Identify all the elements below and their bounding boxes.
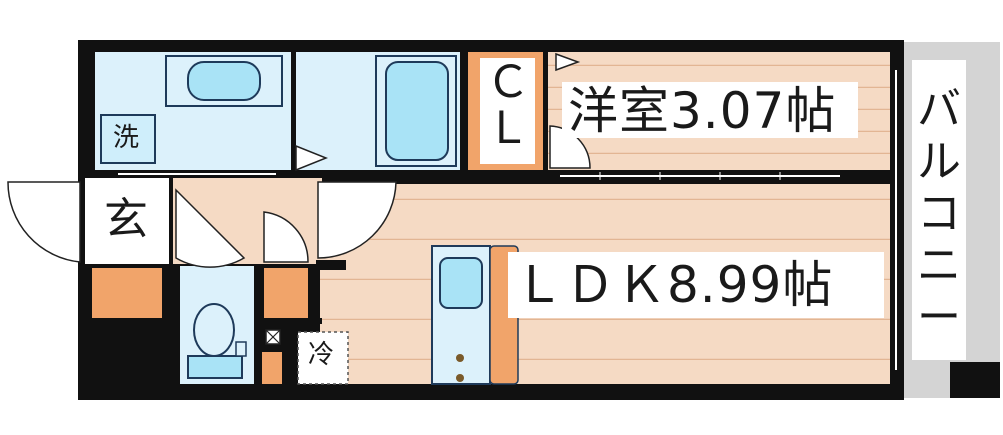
pipe-shaft xyxy=(265,329,281,345)
toilet-door xyxy=(175,188,246,268)
wall-toilet-left xyxy=(172,264,180,384)
wall-bath-closet xyxy=(460,52,468,170)
western-room-door xyxy=(555,52,581,72)
wall-closet-room xyxy=(543,52,548,170)
toilet-icon xyxy=(187,303,247,379)
fridge-label: 冷 xyxy=(308,340,335,370)
wall-wet-divider xyxy=(292,52,296,170)
closet-label: ＣＬ xyxy=(486,60,530,152)
washer-label: 洗 xyxy=(113,123,140,153)
ldk-label: ＬＤＫ8.99帖 xyxy=(514,256,834,314)
storage-door xyxy=(263,211,309,263)
stove-icon xyxy=(456,354,464,382)
wash-basin-icon xyxy=(165,55,283,107)
wall-storage-bottom xyxy=(85,318,175,324)
balcony-label-text: バルコニー xyxy=(917,84,961,343)
fridge-space xyxy=(297,331,349,385)
bathroom-door xyxy=(295,144,329,172)
washer-space: 洗 xyxy=(100,114,156,164)
balcony-label: バルコニー xyxy=(916,84,962,344)
wall-hall-bottom xyxy=(262,318,322,324)
closet-door xyxy=(549,125,591,169)
kitchen-sink-icon xyxy=(439,257,483,309)
storage-entrance xyxy=(92,268,162,318)
entrance-door xyxy=(7,181,81,263)
wall-horizontal-mid xyxy=(85,170,890,178)
wall-entrance-right xyxy=(169,178,173,270)
entrance-label: 玄 xyxy=(104,194,148,245)
hall-door xyxy=(317,181,397,259)
wall-toilet-right xyxy=(254,264,262,384)
wall-ldk-left xyxy=(316,260,346,270)
storage-hall xyxy=(264,268,308,318)
storage-small xyxy=(262,352,282,384)
closet-label-text: ＣＬ xyxy=(486,57,530,154)
western-room-label: 洋室3.07帖 xyxy=(568,82,837,140)
bathtub-icon xyxy=(375,55,457,167)
